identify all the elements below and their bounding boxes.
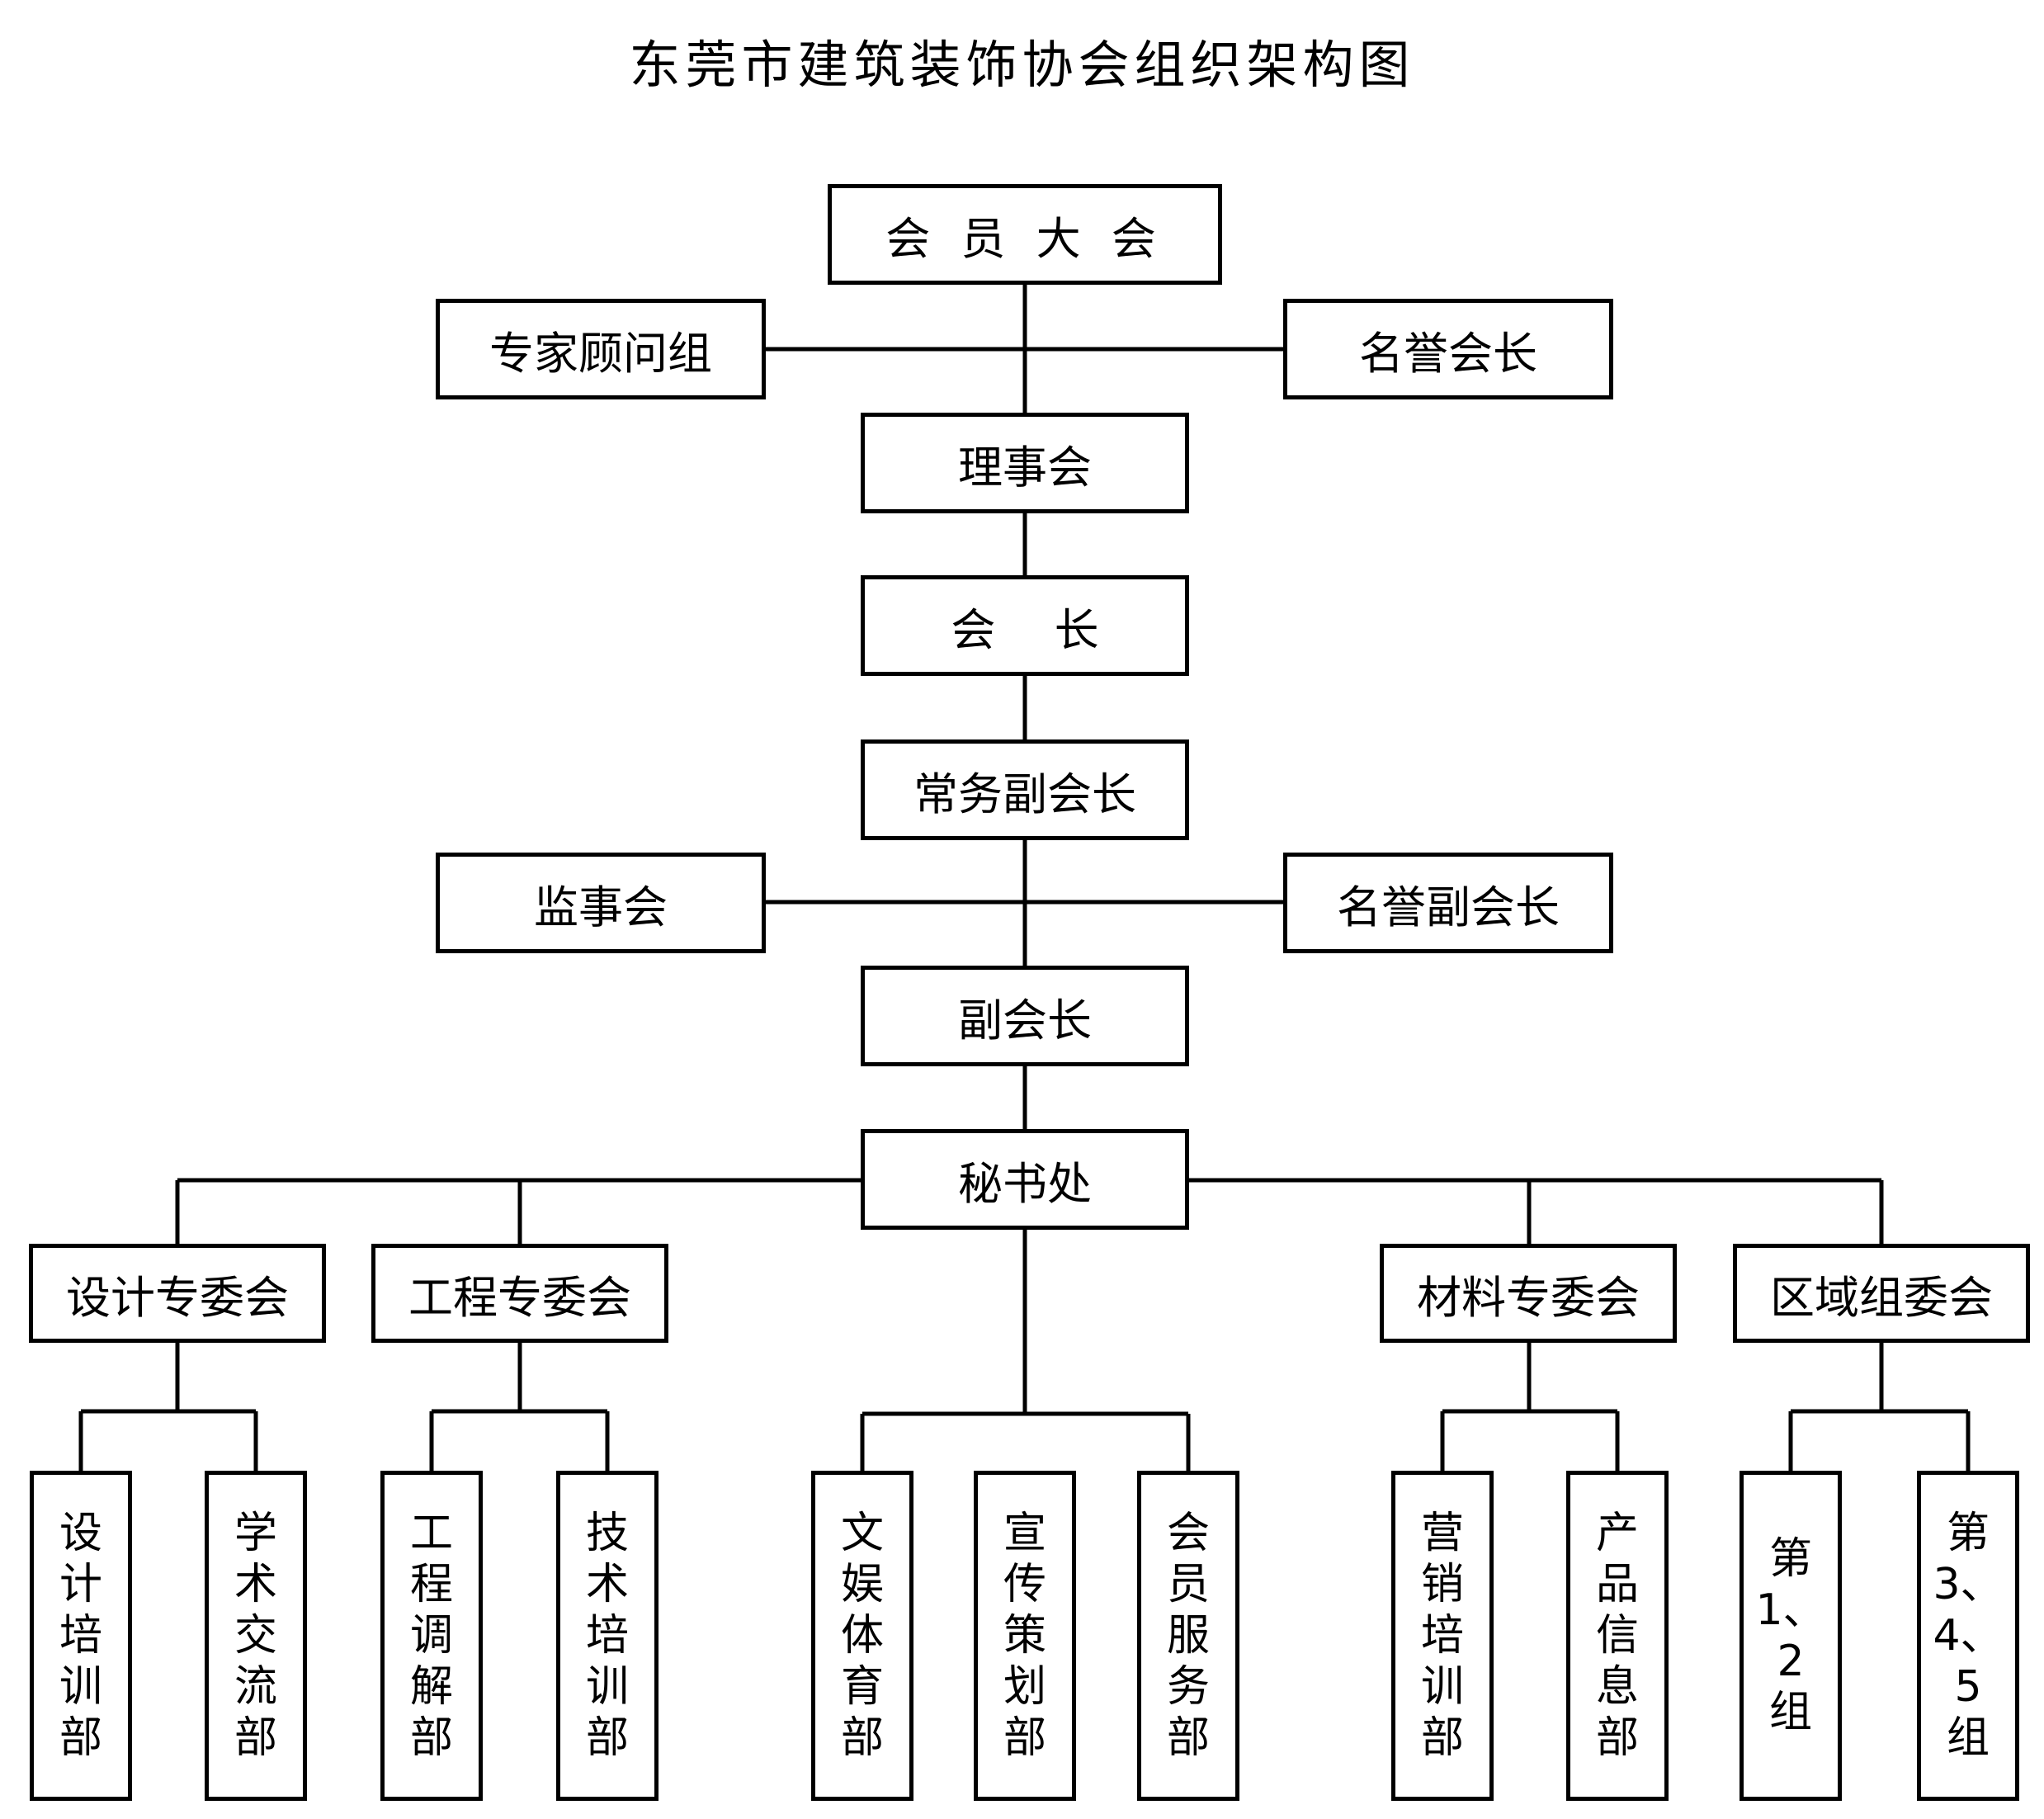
page-title: 东莞市建筑装饰协会组织架构图 [629,35,1415,95]
node-president: 会 长 [861,575,1189,676]
dept-member-services: 会 员 服 务 部 [1137,1471,1239,1801]
node-executive-vice-president: 常务副会长 [861,739,1189,840]
dept-group-1-2: 第 1、 2 组 [1740,1471,1842,1801]
node-supervisory-board: 监事会 [436,853,766,953]
dept-publicity-planning: 宣 传 策 划 部 [974,1471,1076,1801]
dept-technical-training: 技 术 培 训 部 [556,1471,659,1801]
dept-academic-exchange: 学 术 交 流 部 [205,1471,307,1801]
node-materials-committee: 材料专委会 [1380,1244,1677,1343]
node-expert-group: 专家顾问组 [436,299,766,399]
dept-group-3-4-5: 第 3、 4、 5 组 [1917,1471,2019,1801]
node-members-assembly: 会 员 大 会 [828,184,1222,285]
dept-marketing-training: 营 销 培 训 部 [1391,1471,1494,1801]
dept-product-information: 产 品 信 息 部 [1566,1471,1669,1801]
node-honorary-president: 名誉会长 [1283,299,1613,399]
node-vice-president: 副会长 [861,966,1189,1066]
dept-engineering-mediation: 工 程 调 解 部 [380,1471,483,1801]
node-secretariat: 秘书处 [861,1129,1189,1230]
dept-design-training: 设 计 培 训 部 [30,1471,132,1801]
node-design-committee: 设计专委会 [29,1244,326,1343]
node-council: 理事会 [861,413,1189,513]
node-engineering-committee: 工程专委会 [371,1244,668,1343]
node-regional-committee: 区域组委会 [1733,1244,2030,1343]
node-honorary-vice-president: 名誉副会长 [1283,853,1613,953]
dept-entertainment-sports: 文 娱 体 育 部 [811,1471,913,1801]
